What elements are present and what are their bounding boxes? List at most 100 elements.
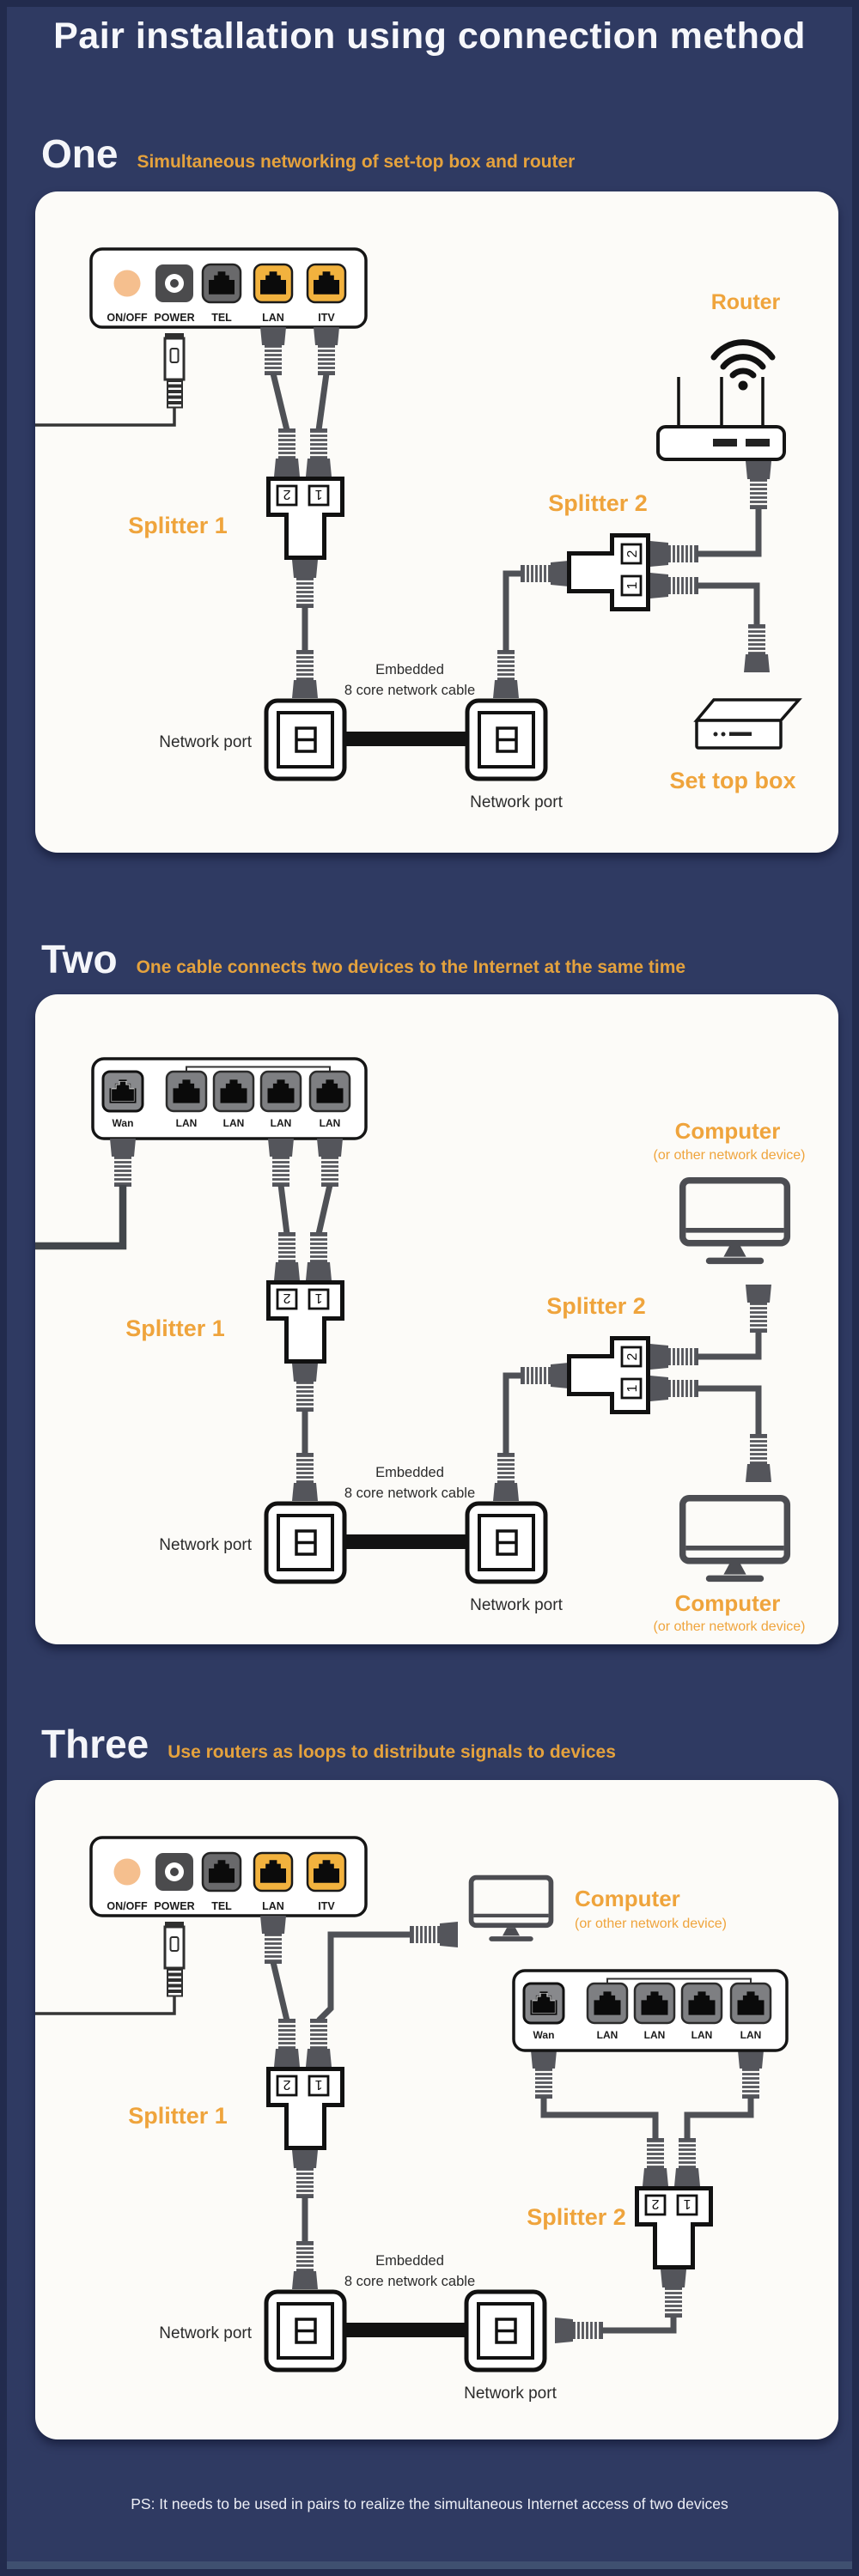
embedded-cable xyxy=(344,732,466,746)
section-three-subtitle: Use routers as loops to distribute signa… xyxy=(168,1742,616,1762)
wan-port xyxy=(522,1982,565,2025)
rj45-plug xyxy=(292,1364,318,1412)
embedded-cable-label-1: Embedded xyxy=(375,662,444,677)
modem-panel: ON/OFF POWER TEL LAN ITV xyxy=(89,1836,368,1917)
network-port-2 xyxy=(467,701,545,779)
wan-cable xyxy=(35,1185,127,1250)
power-jack xyxy=(155,264,193,302)
lan-label: LAN xyxy=(691,2029,713,2041)
computer1-monitor xyxy=(683,1181,788,1261)
cable xyxy=(697,1385,762,1436)
splitter1-port1-number: 1 xyxy=(314,1291,322,1305)
wifi-icon xyxy=(710,339,776,379)
network-port-1 xyxy=(266,2292,344,2370)
lan-port xyxy=(253,263,294,304)
rj45-plug xyxy=(521,561,569,586)
section-two-subtitle: One cable connects two devices to the In… xyxy=(136,957,686,977)
splitter2-label: Splitter 2 xyxy=(548,490,648,516)
rj45-plug xyxy=(274,1232,300,1280)
splitter2-label: Splitter 2 xyxy=(527,2204,626,2230)
lan-label: LAN xyxy=(644,2029,666,2041)
rj45-plug xyxy=(292,1453,318,1501)
embedded-cable-label-1: Embedded xyxy=(375,2253,444,2269)
rj45-plug xyxy=(650,1376,698,1401)
port-group-line xyxy=(186,1066,331,1072)
rj45-plug xyxy=(643,2138,668,2186)
power-cord xyxy=(35,1996,176,2015)
router-panel: Wan LAN LAN LAN LAN xyxy=(512,1969,789,2052)
cable xyxy=(315,373,330,431)
cable xyxy=(684,2097,754,2140)
computer-monitor xyxy=(472,1878,551,1939)
computer-label: Computer xyxy=(575,1886,680,1911)
lan-port xyxy=(308,1070,351,1113)
set-top-box-label: Set top box xyxy=(670,768,796,793)
splitter1-label: Splitter 1 xyxy=(125,1315,225,1341)
rj45-plug xyxy=(661,2269,686,2318)
rj45-plug xyxy=(674,2138,700,2186)
section-one-subtitle: Simultaneous networking of set-top box a… xyxy=(137,152,576,172)
onoff-button xyxy=(113,270,141,297)
diagram-card-one: ON/OFF POWER TEL LAN ITV xyxy=(35,191,838,853)
rj45-plug xyxy=(650,541,698,567)
router-label: Router xyxy=(711,290,781,314)
power-label: POWER xyxy=(154,312,194,324)
lan-port xyxy=(680,1982,723,2025)
power-plug xyxy=(35,1922,186,2015)
port-group-line xyxy=(606,1978,752,1984)
network-port-1-label: Network port xyxy=(159,2324,252,2342)
embedded-cable xyxy=(344,1534,466,1549)
tel-label: TEL xyxy=(211,312,232,324)
rj45-plug xyxy=(493,1453,519,1501)
rj45-plug xyxy=(292,560,318,608)
lan-label: LAN xyxy=(271,1117,292,1129)
rj45-plug xyxy=(493,650,519,698)
tel-label: TEL xyxy=(211,1900,232,1912)
itv-port xyxy=(306,263,347,304)
onoff-label: ON/OFF xyxy=(107,1900,148,1912)
splitter2-port1-number: 1 xyxy=(625,1384,640,1392)
cable xyxy=(315,1184,333,1235)
lan-port xyxy=(729,1982,772,2025)
section-two-heading: Two One cable connects two devices to th… xyxy=(41,936,685,982)
embedded-cable-label-2: 8 core network cable xyxy=(344,1485,475,1501)
cable xyxy=(270,1961,290,2021)
rj45-plug xyxy=(306,2019,332,2067)
router-panel: Wan LAN LAN LAN LAN xyxy=(91,1057,368,1140)
rj45-plug xyxy=(555,2318,603,2343)
embedded-cable xyxy=(344,2323,466,2337)
rj45-plug xyxy=(268,1139,294,1187)
splitter1-port2-number: 2 xyxy=(283,487,290,501)
rj45-plug xyxy=(274,428,300,477)
lan-port xyxy=(253,1851,294,1893)
section-three-number: Three xyxy=(41,1722,149,1766)
computer1-label: Computer xyxy=(675,1118,781,1144)
section-three-heading: Three Use routers as loops to distribute… xyxy=(41,1721,616,1767)
cable xyxy=(697,1331,762,1360)
computer-sublabel: (or other network device) xyxy=(575,1917,727,1931)
network-port-1 xyxy=(266,1504,344,1582)
section-two-number: Two xyxy=(41,937,118,981)
lan-port xyxy=(212,1070,255,1113)
cable xyxy=(697,582,760,626)
network-port-2 xyxy=(466,2292,545,2370)
lan-label: LAN xyxy=(597,2029,618,2041)
rj45-plug xyxy=(292,2241,318,2289)
splitter1-port1-number: 1 xyxy=(314,487,322,501)
section-one-number: One xyxy=(41,131,119,176)
cable xyxy=(503,570,522,652)
diagram-one: ON/OFF POWER TEL LAN ITV xyxy=(35,247,802,811)
embedded-cable-label-2: 8 core network cable xyxy=(344,683,475,698)
cable xyxy=(601,2316,677,2334)
splitter2-label: Splitter 2 xyxy=(546,1293,646,1319)
splitter1-label: Splitter 1 xyxy=(128,513,228,538)
cable xyxy=(540,2097,659,2140)
wifi-dot xyxy=(738,380,748,391)
lan-label: LAN xyxy=(262,1900,284,1912)
splitter2-port2-number: 2 xyxy=(651,2196,659,2211)
diagram-card-two: Wan LAN LAN LAN LAN 2 1 Splitter 1 xyxy=(35,994,838,1644)
lan-label: LAN xyxy=(740,2029,762,2041)
rj45-plug xyxy=(738,2050,764,2099)
power-label: POWER xyxy=(154,1900,194,1912)
diagram-card-three: ON/OFF POWER TEL LAN ITV xyxy=(35,1780,838,2439)
